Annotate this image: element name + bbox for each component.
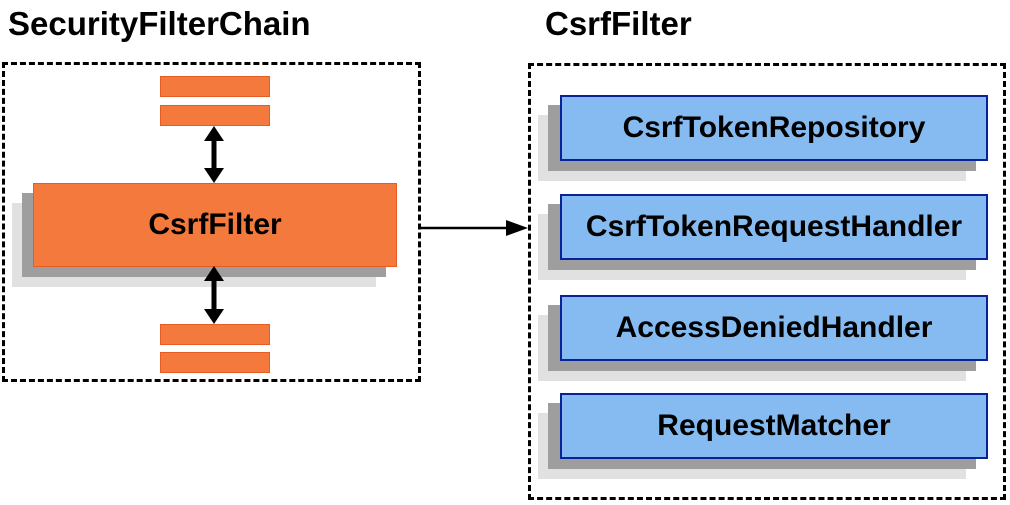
generic-filter-bar-4 bbox=[160, 352, 270, 373]
request-matcher-box: RequestMatcher bbox=[560, 393, 988, 459]
csrf-filter-components-group: CsrfTokenRepository CsrfTokenRequestHand… bbox=[528, 63, 1006, 500]
up-down-arrow-icon bbox=[204, 266, 224, 324]
csrf-filter-box: CsrfFilter bbox=[33, 183, 397, 267]
flow-arrow-icon bbox=[421, 220, 528, 236]
up-down-arrow-icon bbox=[204, 126, 224, 183]
generic-filter-bar-2 bbox=[160, 105, 270, 126]
csrf-token-request-handler-box: CsrfTokenRequestHandler bbox=[560, 194, 988, 260]
csrf-filter-title: CsrfFilter bbox=[545, 5, 692, 42]
generic-filter-bar-3 bbox=[160, 324, 270, 345]
csrf-token-request-handler-label: CsrfTokenRequestHandler bbox=[585, 210, 963, 243]
generic-filter-bar-1 bbox=[160, 76, 270, 97]
csrf-token-repository-label: CsrfTokenRepository bbox=[622, 111, 926, 144]
csrf-token-repository-box: CsrfTokenRepository bbox=[560, 95, 988, 161]
security-filter-chain-group: CsrfFilter bbox=[2, 62, 421, 382]
csrf-filter-box-label: CsrfFilter bbox=[148, 208, 282, 241]
access-denied-handler-label: AccessDeniedHandler bbox=[615, 311, 933, 344]
request-matcher-label: RequestMatcher bbox=[657, 409, 891, 442]
security-filter-chain-title: SecurityFilterChain bbox=[8, 5, 311, 42]
access-denied-handler-box: AccessDeniedHandler bbox=[560, 295, 988, 361]
